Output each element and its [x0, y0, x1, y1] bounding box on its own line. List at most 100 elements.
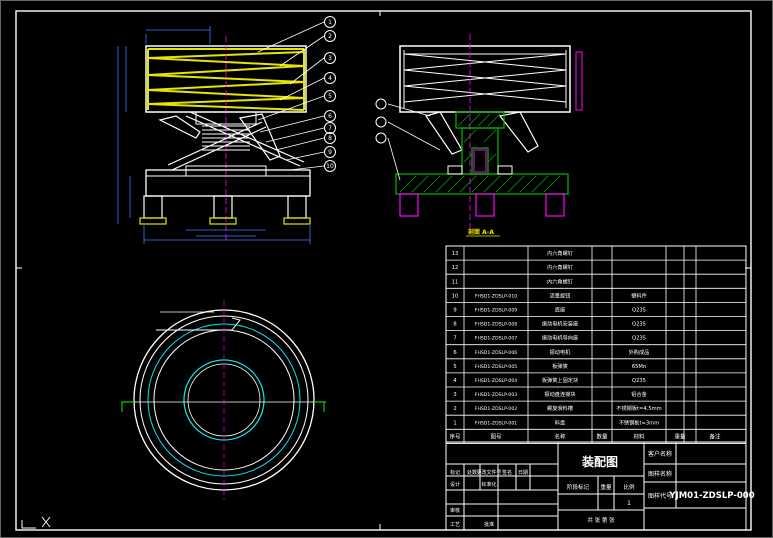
bom-cell-code: FHSD1-ZDSLP-001 — [475, 420, 517, 426]
balloon-4 — [324, 72, 336, 84]
balloon-6 — [324, 110, 336, 122]
bom-cell-no: 12 — [452, 265, 459, 271]
bom-cell-name: 流量旋钮 — [550, 291, 571, 299]
role-design: 设计 — [450, 481, 460, 488]
bom-cell-code: FHSD1-ZDSLP-010 — [475, 293, 517, 299]
bom-cell-code: FHSD1-ZDSLP-006 — [475, 350, 517, 356]
bom-row: 11 内六角螺钉 — [452, 277, 573, 285]
bom-cell-mat: Q235 — [632, 307, 646, 313]
sheet-info: 共 张 第 张 — [587, 516, 615, 524]
balloon-3 — [324, 52, 336, 64]
weight-label: 重量 — [600, 483, 612, 491]
bom-cell-name: 振动盘连接块 — [544, 390, 576, 398]
section-label: 剖面 A-A — [468, 228, 494, 236]
title-block — [445, 441, 747, 531]
bom-cell-mat: Q235 — [632, 336, 646, 342]
balloon-7 — [324, 122, 336, 134]
bom-cell-mat: Q235 — [632, 322, 646, 328]
title-block-text: 装配图 客户名称 图样名称 图样代号 YJM01-ZDSLP-000 阶段标记 … — [450, 450, 755, 528]
bom-cell-name: 振动电机安装座 — [542, 320, 578, 328]
balloon-label: 6 — [328, 113, 332, 120]
bom-cell-code: FHSD1-ZDSLP-003 — [475, 392, 517, 398]
section-view: 剖面 A-A — [375, 34, 583, 237]
bom-cell-mat: 65Mn — [632, 364, 646, 370]
rev-col-file: 更改文件号 — [476, 469, 501, 476]
bom-cell-no: 8 — [453, 322, 456, 328]
bom-cell-mat: 不锈钢板t=4.5mm — [616, 404, 662, 412]
approve-label: 批准 — [484, 521, 494, 528]
rev-col-date: 日期 — [518, 470, 528, 476]
bom-cell-no: 2 — [453, 406, 456, 412]
bom-header-name: 名称 — [554, 432, 566, 440]
bom-cell-no: 10 — [452, 293, 459, 299]
bom-row: 5 FHSD1-ZDSLP-005 板弹簧 65Mn — [453, 362, 646, 370]
balloon-label: 8 — [328, 135, 332, 142]
balloon-label: 2 — [328, 33, 332, 40]
bom-header-note: 备注 — [709, 432, 721, 440]
role-review: 审核 — [450, 507, 460, 514]
bom-cell-name: 板弹簧 — [552, 362, 568, 370]
balloon-label: 5 — [328, 93, 332, 100]
bom-row: 1 FHSD1-ZDSLP-001 料盘 不锈钢板t=3mm — [453, 418, 659, 426]
ucs-icon — [21, 516, 51, 529]
bom-cell-code: FHSD1-ZDSLP-005 — [475, 364, 517, 370]
balloon-5 — [324, 90, 336, 102]
bom-cell-name: 料盘 — [555, 418, 565, 426]
drawing-name: 装配图 — [581, 454, 618, 469]
bom-cell-no: 13 — [452, 251, 459, 257]
bom-cell-no: 5 — [453, 364, 456, 370]
bom-cell-name: 内六角螺钉 — [547, 263, 573, 271]
bom-cell-code: FHSD1-ZDSLP-007 — [475, 336, 517, 342]
bom-cell-code: FHSD1-ZDSLP-004 — [475, 378, 517, 384]
balloon-label: 3 — [328, 55, 332, 62]
balloon-10 — [324, 160, 336, 172]
bom-cell-no: 4 — [453, 378, 457, 384]
drawing-number: YJM01-ZDSLP-000 — [668, 491, 754, 501]
bom-header-mat: 材料 — [633, 432, 645, 440]
bom-cell-no: 1 — [453, 420, 456, 426]
bom-header-no: 序号 — [449, 432, 461, 440]
bom-cell-mat: 铝合金 — [631, 390, 647, 398]
balloon-label: 9 — [328, 149, 332, 156]
balloon-2 — [324, 30, 336, 42]
bom-cell-no: 3 — [453, 392, 456, 398]
balloon-1 — [324, 16, 336, 28]
balloon-9 — [324, 146, 336, 158]
balloon-8 — [324, 132, 336, 144]
balloon-label: 7 — [328, 125, 332, 132]
rev-col-mark: 标记 — [450, 469, 460, 476]
bom-header-code: 图号 — [490, 432, 502, 440]
balloon-label: 1 — [328, 19, 332, 26]
bom-row: 3 FHSD1-ZDSLP-003 振动盘连接块 铝合金 — [453, 390, 647, 398]
bom-header-qty: 数量 — [596, 432, 608, 440]
bom-cell-no: 9 — [453, 307, 456, 313]
bom-cell-no: 7 — [453, 336, 456, 342]
drawing-border — [15, 10, 752, 531]
bom-row: 12 内六角螺钉 — [452, 263, 573, 271]
bom-cell-mat: Q235 — [632, 378, 646, 384]
bom-cell-no: 11 — [452, 279, 459, 285]
bom-cell-no: 6 — [453, 350, 456, 356]
drawing-no-label: 图样代号 — [648, 492, 672, 500]
rev-col-sign: 签名 — [502, 469, 512, 476]
part-name-label: 图样名称 — [648, 470, 672, 478]
bom-cell-mat: 不锈钢板t=3mm — [619, 418, 660, 426]
bom-cell-name: 内六角螺钉 — [547, 249, 573, 257]
bom-cell-name: 板弹簧上固定块 — [542, 376, 579, 384]
bom-cell-code: FHSD1-ZDSLP-002 — [475, 406, 517, 412]
balloon-label: 10 — [326, 163, 334, 170]
bom-header-w: 重量 — [674, 432, 686, 440]
bom-row: 4 FHSD1-ZDSLP-004 板弹簧上固定块 Q235 — [453, 376, 646, 384]
front-view — [117, 21, 325, 244]
sheet-total: 1 — [627, 500, 631, 507]
bom-cell-name: 内六角螺钉 — [547, 277, 573, 285]
